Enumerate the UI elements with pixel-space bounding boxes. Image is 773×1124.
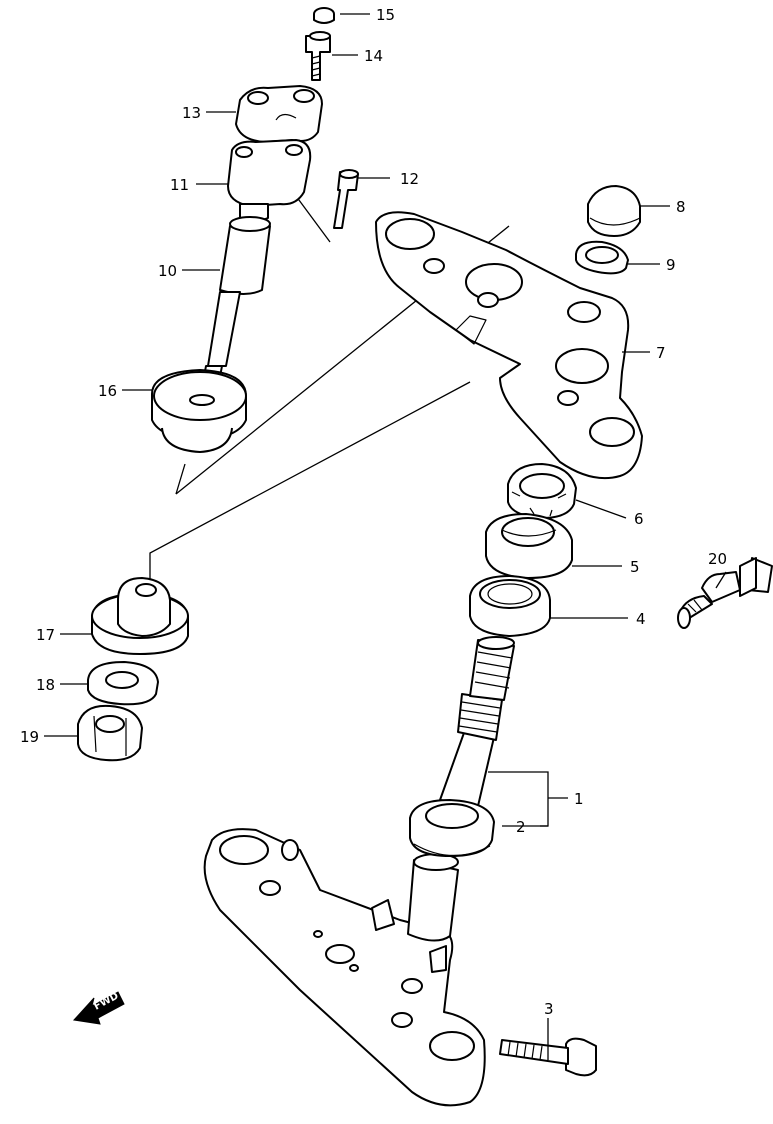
part-11-handlebar-holder-lower — [227, 139, 312, 222]
callout-16: 16 — [98, 382, 117, 400]
fwd-arrow-icon: FWD — [73, 991, 125, 1025]
part-1-steering-stem — [203, 636, 515, 1107]
callout-4: 4 — [636, 610, 646, 628]
leader-lines — [44, 13, 727, 1060]
callout-9: 9 — [666, 256, 676, 274]
part-15-cap — [313, 7, 335, 24]
part-12-bolt — [333, 169, 359, 229]
callout-2: 2 — [516, 818, 526, 836]
part-5-bearing-upper — [485, 513, 573, 579]
callout-17: 17 — [36, 626, 55, 644]
callout-20: 20 — [708, 550, 727, 568]
part-16-cushion — [151, 369, 247, 453]
callout-1: 1 — [574, 790, 584, 808]
callout-12: 12 — [400, 170, 419, 188]
callout-18: 18 — [36, 676, 55, 694]
part-20-sensor — [677, 557, 773, 629]
part-9-washer — [575, 240, 629, 275]
part-18-washer — [87, 661, 159, 706]
part-8-cap-nut — [587, 185, 641, 237]
part-7-upper-bracket — [375, 211, 643, 480]
part-2-lower-bearing — [409, 799, 495, 857]
callout-10: 10 — [158, 262, 177, 280]
part-19-nut — [77, 704, 143, 762]
part-4-bearing — [469, 575, 551, 637]
callout-7: 7 — [656, 344, 666, 362]
part-6-stem-nut — [507, 463, 577, 519]
part-14-bolt — [305, 31, 331, 81]
assembly-guide-lines — [149, 149, 510, 580]
callout-6: 6 — [634, 510, 644, 528]
callout-3: 3 — [544, 1000, 554, 1018]
callout-15: 15 — [376, 6, 395, 24]
callout-labels: 15 14 13 11 12 10 16 8 9 7 6 5 4 20 17 1… — [20, 6, 727, 1018]
callout-11: 11 — [170, 176, 189, 194]
part-17-bushing — [91, 577, 189, 655]
callout-13: 13 — [182, 104, 201, 122]
callout-8: 8 — [676, 198, 686, 216]
callout-19: 19 — [20, 728, 39, 746]
callout-5: 5 — [630, 558, 640, 576]
callout-14: 14 — [364, 47, 383, 65]
part-13-handlebar-holder-upper — [235, 85, 323, 143]
part-3-bolt — [499, 1037, 597, 1077]
